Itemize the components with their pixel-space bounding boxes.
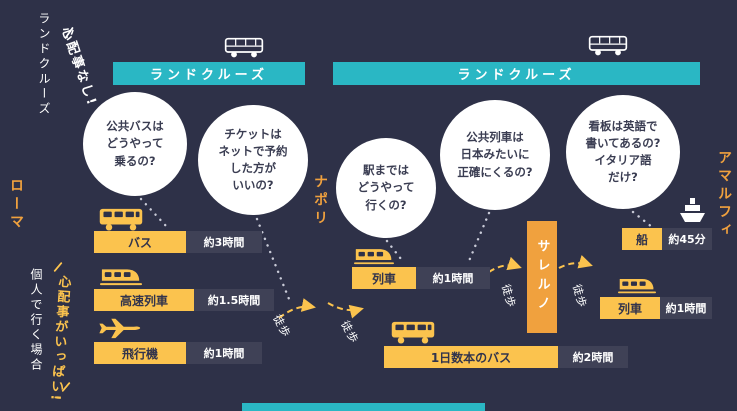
plane-icon xyxy=(98,316,142,340)
travel-time-chip: 約1時間 xyxy=(186,342,262,364)
train-icon xyxy=(354,246,394,265)
bus-icon xyxy=(98,207,144,231)
question-bubble: 公共列車は 日本みたいに 正確にくるの? xyxy=(440,100,550,210)
city-box-salerno: サレルノ xyxy=(527,221,557,333)
question-bubble: 駅までは どうやって 行くの? xyxy=(336,138,436,238)
walk-label: 徒歩 xyxy=(569,282,590,310)
landcruise-vertical-label: ランドクルーズ xyxy=(37,12,51,117)
bus-icon xyxy=(224,34,264,60)
transport-mode-chip: バス xyxy=(94,231,186,253)
train-icon xyxy=(618,276,656,294)
city-label-amalfi: アマルフィ xyxy=(716,150,732,240)
bottom-teal-strip xyxy=(242,403,485,411)
transport-mode-chip: 船 xyxy=(622,228,662,250)
travel-time-chip: 約2時間 xyxy=(558,346,628,368)
travel-time-chip: 約3時間 xyxy=(186,231,262,253)
emphasis-line xyxy=(53,261,63,273)
landcruise-bar-left: ランドクルーズ xyxy=(113,62,305,85)
transport-mode-chip: 高速列車 xyxy=(94,289,194,311)
city-label-naples: ナポリ xyxy=(312,174,328,228)
transport-mode-chip: 列車 xyxy=(600,297,660,319)
transport-mode-chip: 列車 xyxy=(352,267,416,289)
walk-label: 徒歩 xyxy=(270,312,293,340)
travel-time-chip: 約1.5時間 xyxy=(194,289,274,311)
individual-travel-label: 個人で行く場合 xyxy=(29,268,43,373)
question-bubble: チケットは ネットで予約 した方が いいの? xyxy=(198,105,308,215)
travel-time-chip: 約1時間 xyxy=(416,267,490,289)
bus-icon xyxy=(588,32,628,58)
walk-label: 徒歩 xyxy=(498,282,519,310)
city-label-salerno: サレルノ xyxy=(534,239,550,315)
ship-icon xyxy=(676,197,708,226)
city-label-rome: ローマ xyxy=(8,178,24,232)
walk-label: 徒歩 xyxy=(338,318,361,346)
travel-time-chip: 約45分 xyxy=(662,228,712,250)
question-bubble: 看板は英語で 書いてあるの? イタリア語 だけ? xyxy=(566,95,680,209)
transport-mode-chip: 1日数本のバス xyxy=(384,346,558,368)
landcruise-bar-right: ランドクルーズ xyxy=(333,62,700,85)
bus-icon xyxy=(390,320,436,344)
travel-time-chip: 約1時間 xyxy=(660,297,712,319)
train-icon xyxy=(100,266,142,286)
question-bubble: 公共バスは どうやって 乗るの? xyxy=(83,92,187,196)
transport-mode-chip: 飛行機 xyxy=(94,342,186,364)
